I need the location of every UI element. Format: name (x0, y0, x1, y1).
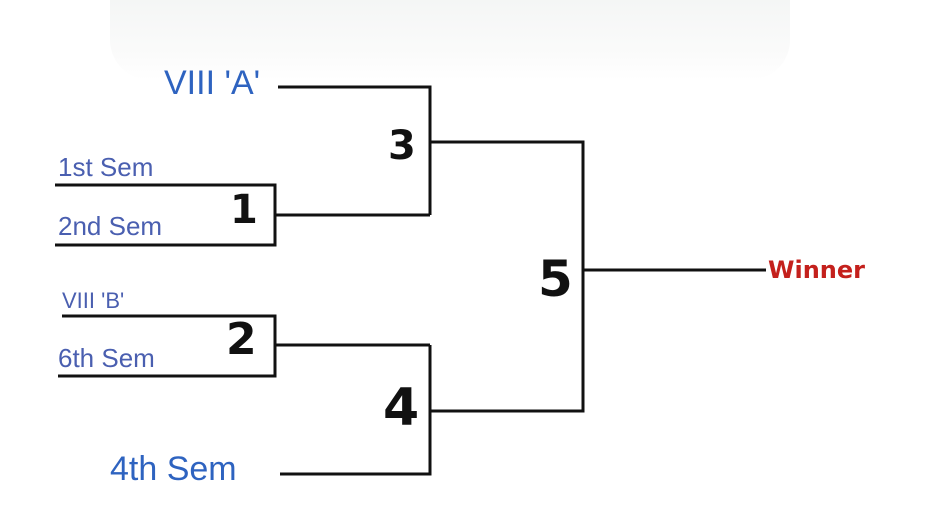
line-match-4-to-5 (430, 270, 585, 413)
team-viii-b: VIII 'B' (62, 288, 125, 313)
team-6th-sem: 6th Sem (58, 343, 155, 373)
match-number-5: 5 (538, 250, 573, 308)
team-2nd-sem: 2nd Sem (58, 211, 163, 241)
line-viii-a (278, 85, 432, 215)
team-1st-sem: 1st Sem (58, 152, 154, 182)
match-number-1: 1 (230, 187, 258, 233)
winner-label: Winner (768, 256, 865, 284)
team-4th-sem: 4th Sem (110, 450, 237, 488)
team-viii-a: VIII 'A' (164, 64, 261, 102)
line-match-3-to-5 (430, 140, 585, 270)
match-number-3: 3 (388, 123, 416, 169)
match-number-4: 4 (383, 378, 420, 438)
match-number-2: 2 (226, 314, 257, 365)
background-smudge (110, 0, 790, 80)
line-4th-sem (280, 345, 432, 476)
